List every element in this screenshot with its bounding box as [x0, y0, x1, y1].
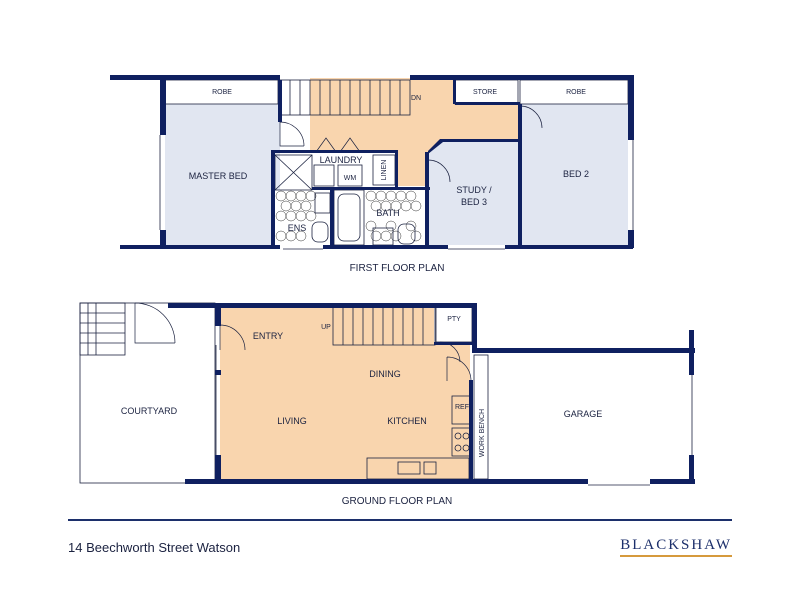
courtyard-gate — [134, 302, 176, 344]
master-bed-door — [279, 121, 305, 147]
study-room — [428, 140, 520, 245]
bed2-label: BED 2 — [563, 169, 589, 179]
pantry-right-wall — [472, 303, 477, 353]
brand-logo: BLACKSHAW — [620, 537, 732, 557]
ground-top-wall — [168, 303, 474, 308]
courtyard-steps — [79, 302, 126, 356]
brand-name: BLACKSHAW — [620, 537, 732, 553]
bed2-left-wall — [518, 104, 522, 248]
first-floor-stairs — [279, 79, 411, 116]
master-bed-label: MASTER BED — [189, 171, 248, 181]
first-floor-plan: ROBE DN STORE ROBE MASTER BED LAUNDRY WM… — [110, 75, 634, 274]
work-bench-label: WORK BENCH — [479, 409, 486, 457]
bath-label: BATH — [376, 208, 399, 218]
pty-label: PTY — [447, 316, 461, 323]
study-label-line1: STUDY / — [456, 185, 492, 195]
ground-left-wall — [215, 303, 221, 326]
robe-left-label: ROBE — [212, 89, 232, 96]
laundry-label: LAUNDRY — [320, 155, 363, 165]
kitchen-sink — [397, 461, 421, 475]
up-label: UP — [321, 324, 331, 331]
washing-machine — [337, 164, 363, 187]
brand-underline — [620, 555, 732, 557]
first-left-wall — [160, 75, 166, 135]
first-bottom-wall — [120, 245, 280, 249]
floor-plan-drawing: ROBE DN STORE ROBE MASTER BED LAUNDRY WM… — [79, 75, 695, 507]
entry-area — [220, 307, 335, 347]
wm-label: WM — [344, 175, 357, 182]
laundry-area — [310, 152, 397, 186]
store-label: STORE — [473, 89, 497, 96]
laundry-door-left — [315, 137, 337, 153]
ens-label: ENS — [288, 223, 307, 233]
entry-label: ENTRY — [253, 331, 283, 341]
kitchen-label: KITCHEN — [387, 416, 427, 426]
bathroom-tiles — [275, 190, 425, 245]
ground-floor-plan: ENTRY UP PTY DINING COURTYARD LIVING KIT… — [79, 302, 695, 507]
robe-right-label: ROBE — [566, 89, 586, 96]
courtyard-boundary — [79, 302, 216, 484]
ref-label: REF — [455, 404, 469, 411]
first-top-wall-left — [110, 75, 280, 80]
dn-label: DN — [411, 95, 421, 102]
garage-right-wall — [689, 330, 694, 375]
dining-label: DINING — [369, 369, 401, 379]
laundry-tub — [313, 164, 335, 187]
bed2-room — [520, 104, 628, 245]
footer-divider — [68, 519, 732, 521]
ground-bottom-wall — [185, 479, 588, 484]
courtyard-label: COURTYARD — [121, 406, 178, 416]
linen-label: LINEN — [381, 160, 388, 181]
laundry-top-wall — [271, 150, 397, 153]
bath-toilet — [397, 223, 416, 245]
property-address: 14 Beechworth Street Watson — [68, 540, 241, 555]
bath-top-wall — [312, 187, 430, 190]
first-floor-title: FIRST FLOOR PLAN — [350, 263, 445, 274]
master-bed-room — [165, 104, 280, 245]
study-label-line2: BED 3 — [461, 197, 487, 207]
pantry — [435, 306, 473, 343]
ensuite-toilet — [311, 221, 329, 243]
first-top-wall-right — [410, 75, 634, 80]
garage-left-wall — [469, 380, 473, 484]
entry-door — [219, 324, 246, 351]
study-top-wall — [440, 139, 521, 142]
garage-top-wall — [472, 348, 695, 353]
garage-internal-door — [446, 356, 472, 382]
first-right-wall — [628, 75, 634, 140]
garage-label: GARAGE — [564, 409, 603, 419]
ground-floor-title: GROUND FLOOR PLAN — [342, 496, 453, 507]
master-right-wall — [278, 80, 282, 122]
living-label: LIVING — [277, 416, 307, 426]
laundry-door-right — [339, 137, 361, 153]
dining-kitchen-area — [332, 345, 470, 479]
